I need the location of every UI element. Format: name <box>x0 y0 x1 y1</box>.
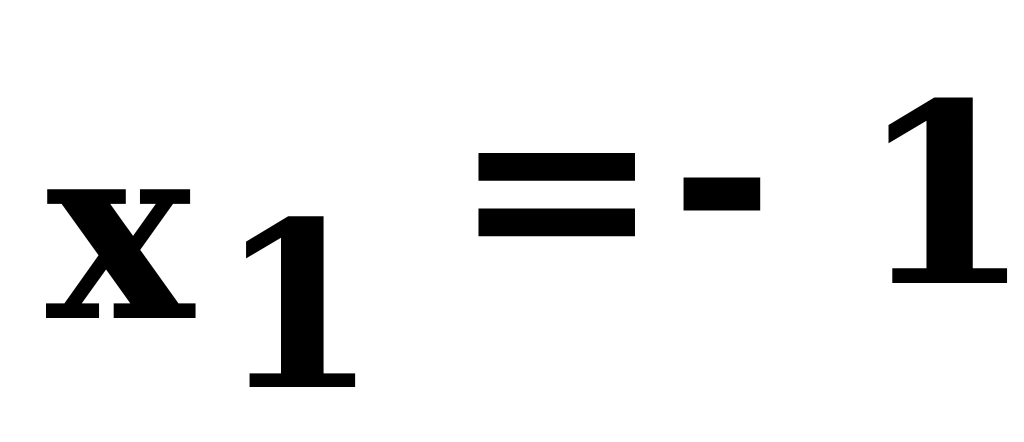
subscript: 1 <box>218 172 379 442</box>
minus-sign: - <box>670 26 774 320</box>
value: 1 <box>858 48 1024 342</box>
equals-sign: = <box>452 38 662 332</box>
equation: x 1 = - 1 <box>46 26 1024 442</box>
variable: x <box>46 86 194 377</box>
